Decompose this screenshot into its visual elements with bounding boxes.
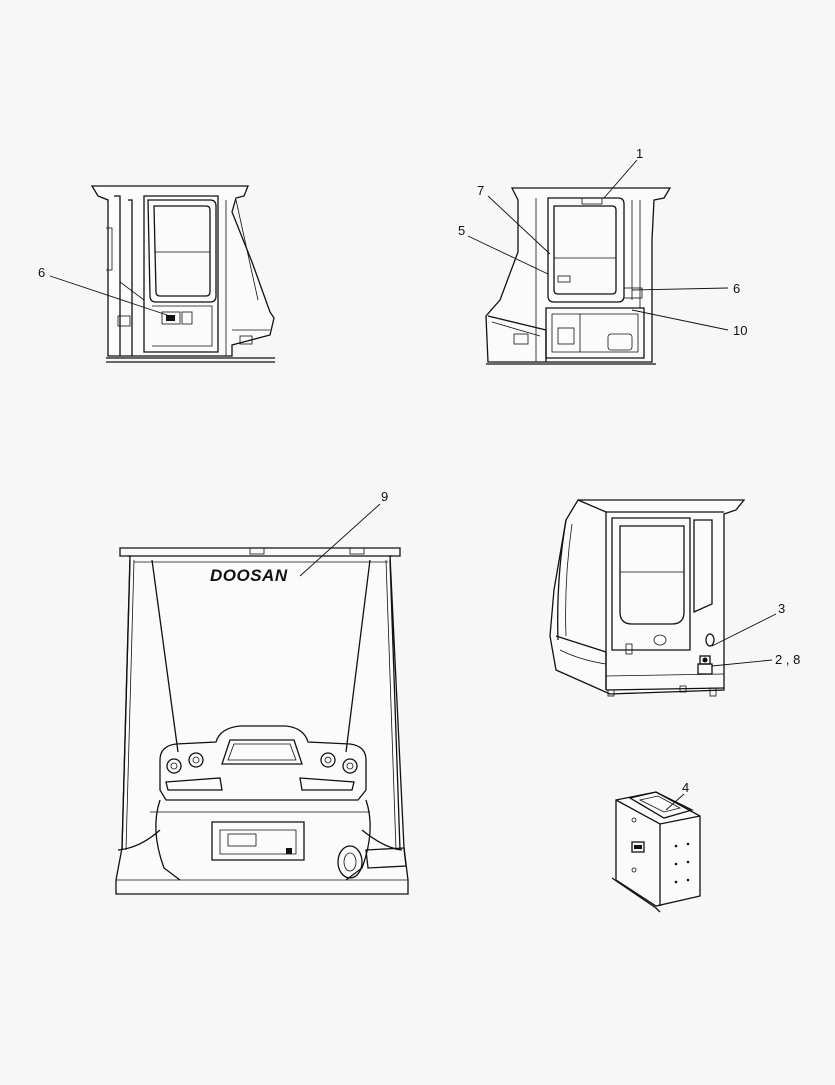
callout-3: 3 [778, 601, 785, 616]
callout-2-8: 2 , 8 [775, 652, 800, 667]
callout-1: 1 [636, 146, 643, 161]
leader-4 [665, 793, 685, 811]
leader-3 [711, 613, 777, 647]
box-component-view [611, 791, 701, 913]
doosan-logo: DOOSAN [210, 566, 288, 585]
leader-6-left [49, 275, 171, 317]
leader-1 [603, 159, 638, 199]
leader-7 [487, 195, 551, 255]
leader-2-8 [711, 659, 773, 667]
leader-5 [467, 235, 549, 275]
cab-left-view [90, 185, 275, 363]
cab-right-view [485, 187, 672, 365]
leader-10 [631, 309, 729, 331]
callout-5: 5 [458, 223, 465, 238]
callout-10: 10 [733, 323, 747, 338]
callout-9: 9 [381, 489, 388, 504]
leader-9 [299, 503, 381, 577]
callout-6-right: 6 [733, 281, 740, 296]
callout-6-left: 6 [38, 265, 45, 280]
cab-interior-view [115, 547, 409, 895]
callout-7: 7 [477, 183, 484, 198]
leader-6-right [631, 287, 729, 291]
callout-4: 4 [682, 780, 689, 795]
cab-rear-3q-view [549, 499, 746, 697]
